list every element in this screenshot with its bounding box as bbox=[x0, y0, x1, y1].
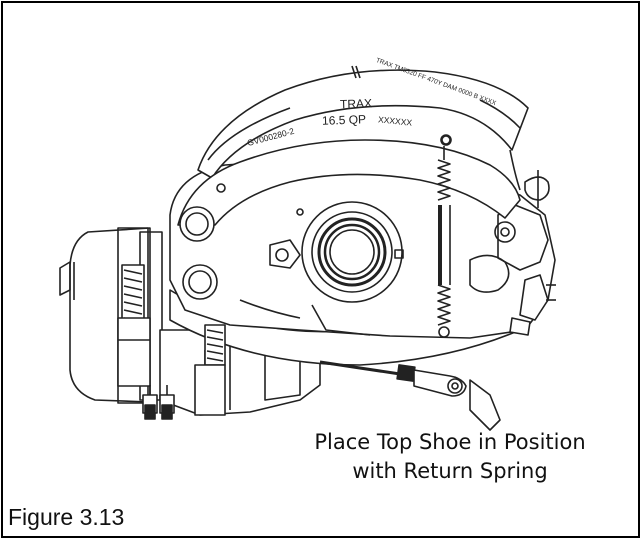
anchor-pins bbox=[179, 183, 304, 300]
return-spring bbox=[437, 134, 452, 338]
right-bracket bbox=[469, 170, 550, 293]
code-marking: XXXXXX bbox=[378, 114, 413, 128]
brand-marking: TRAX bbox=[340, 96, 372, 111]
right-fittings bbox=[509, 274, 556, 336]
size-marking: 16.5 QP bbox=[322, 112, 366, 128]
adjusting-rod bbox=[319, 360, 501, 431]
caption-line-1: Place Top Shoe in Position bbox=[314, 430, 586, 454]
mounting-bolts bbox=[142, 385, 175, 420]
camshaft-bore bbox=[269, 201, 404, 303]
caption-line-2: with Return Spring bbox=[352, 459, 548, 483]
figure-caption: Place Top Shoe in Position with Return S… bbox=[300, 428, 600, 486]
spring-anchor bbox=[441, 135, 451, 145]
figure-label: Figure 3.13 bbox=[8, 504, 125, 530]
slack-adjuster bbox=[117, 264, 226, 416]
shoe-web bbox=[177, 139, 521, 226]
